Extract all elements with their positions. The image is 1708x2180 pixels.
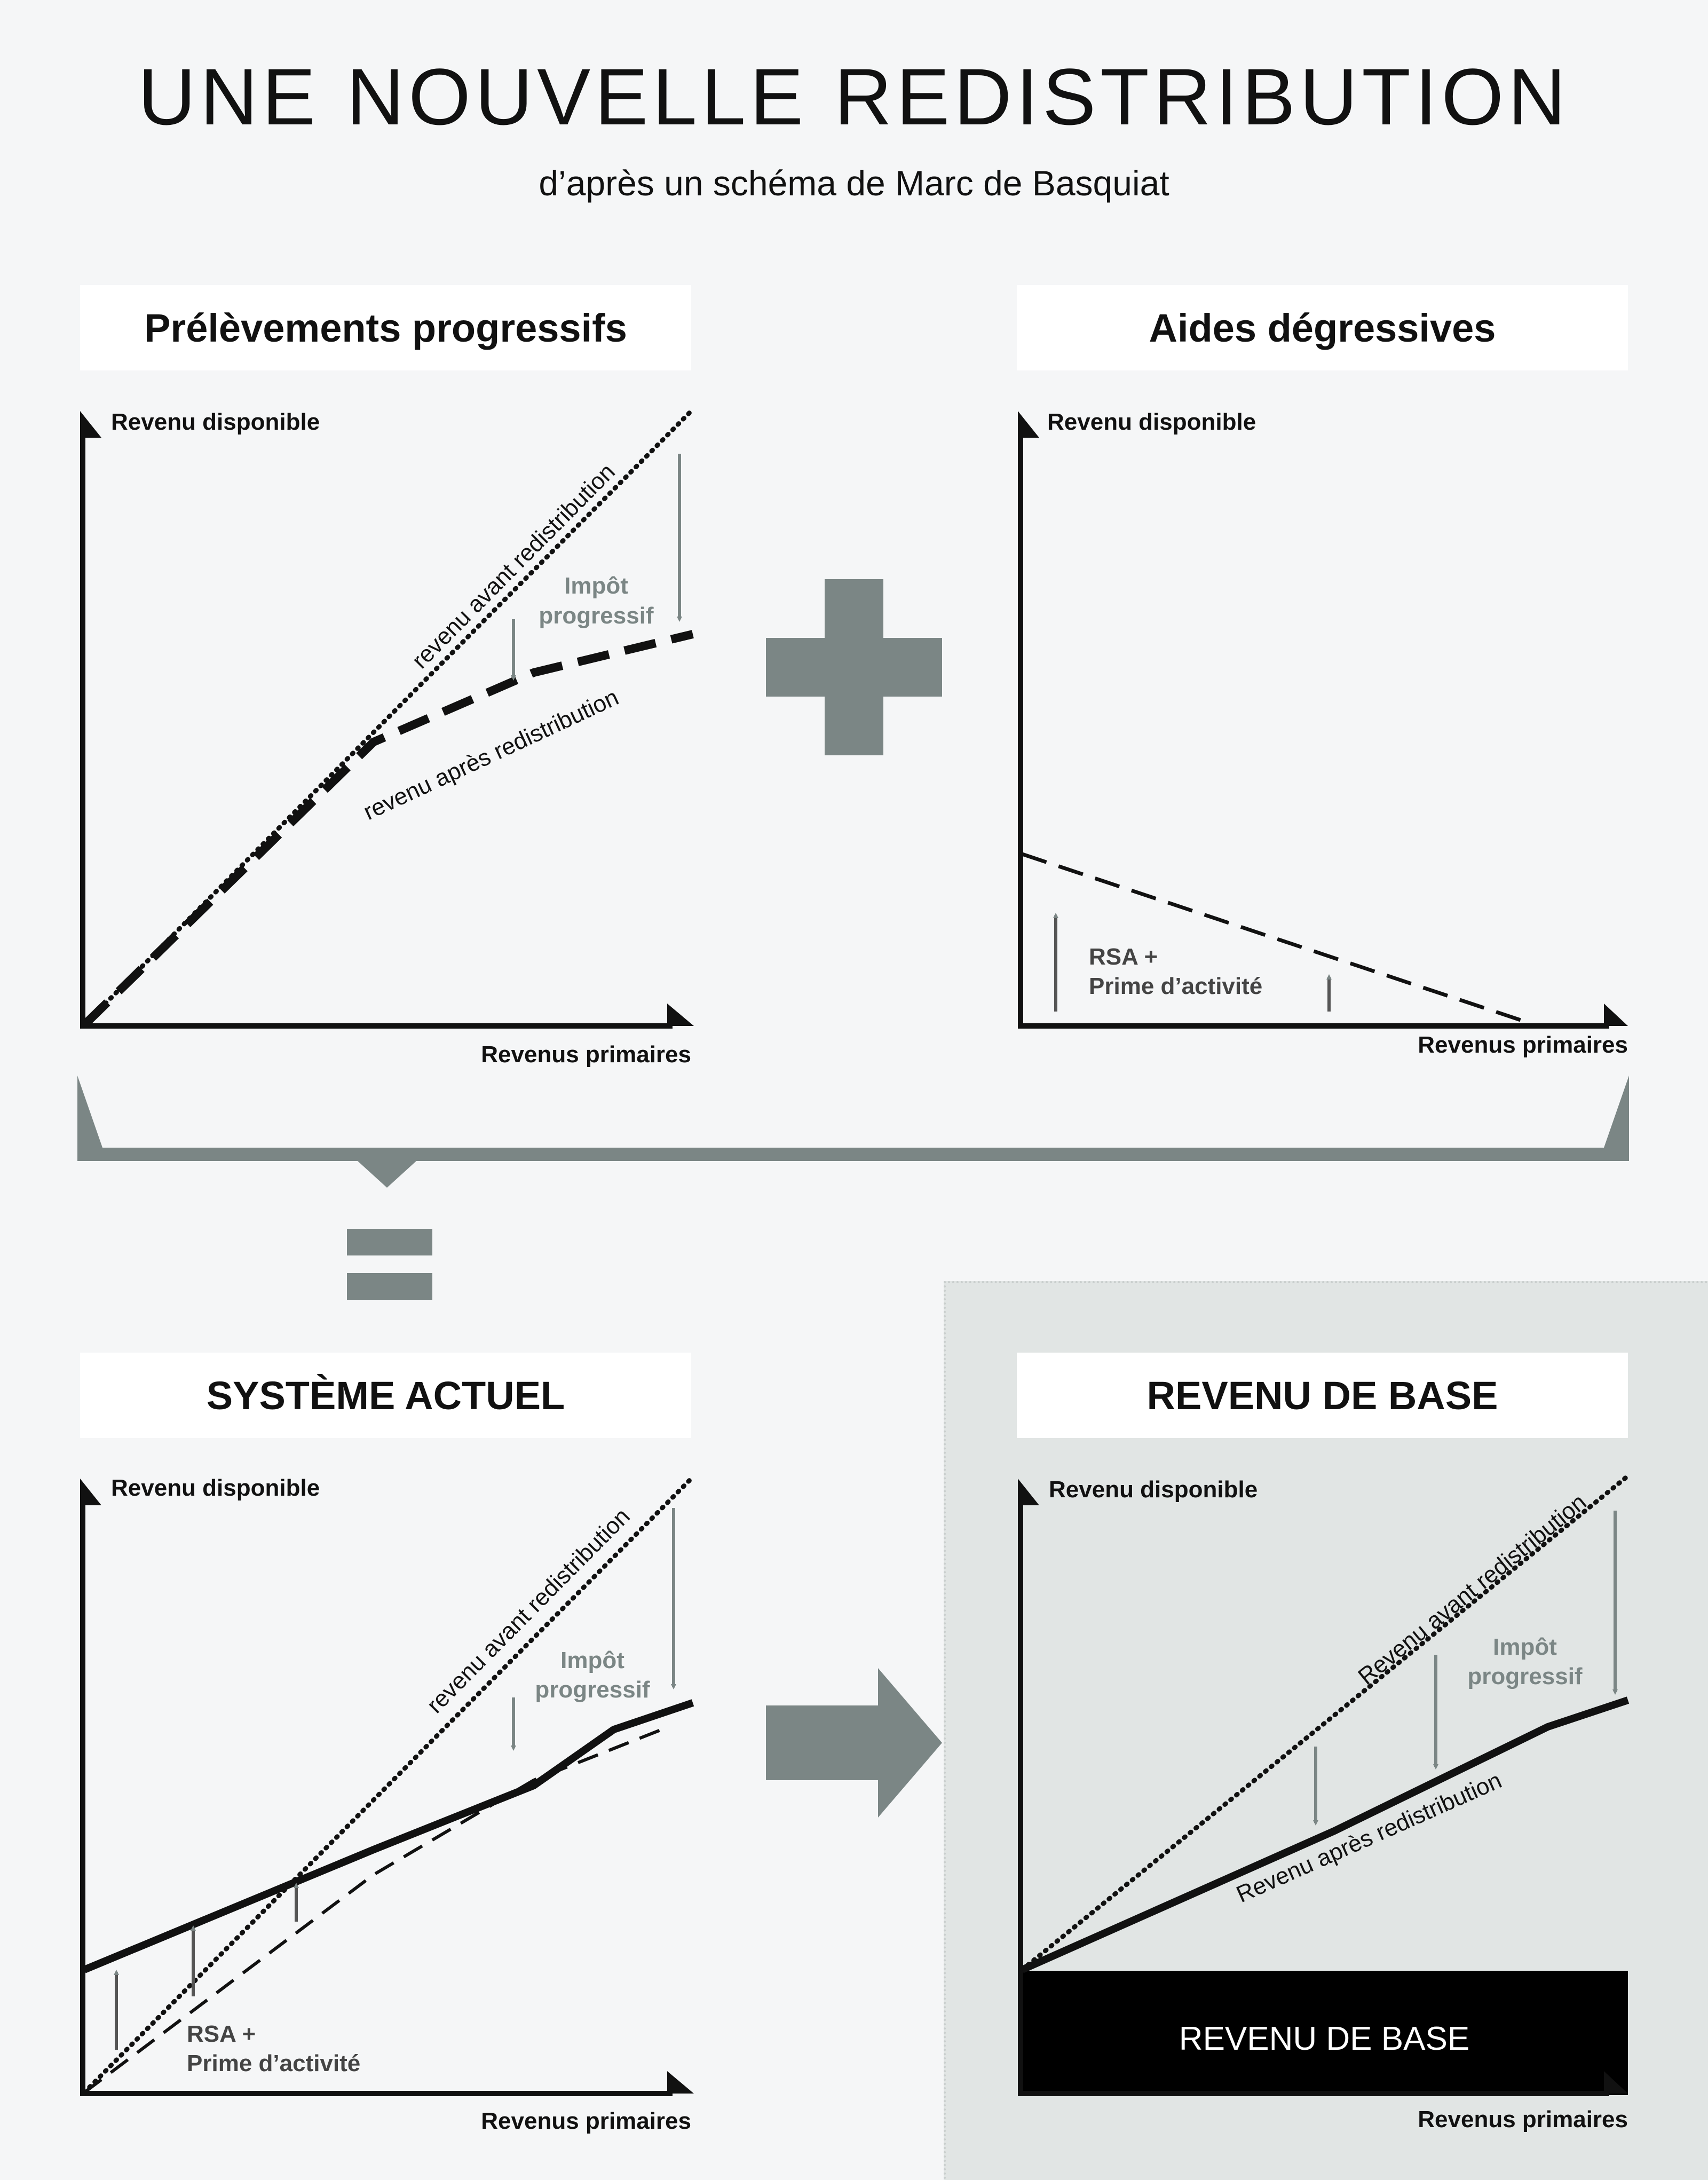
line-after-redistribution: [1021, 1696, 1630, 1973]
y-axis-arrowhead: [1018, 1479, 1039, 1505]
bracket-icon: [77, 1076, 1629, 1188]
chart-basic-income: REVENU DE BASE Revenu disponible Revenus…: [1018, 1473, 1631, 2132]
aid-label-line2: Prime d’activité: [1089, 973, 1262, 999]
plus-icon: [766, 579, 942, 755]
line-after-redistribution: [81, 630, 694, 1028]
x-axis-label: Revenus primaires: [481, 1041, 691, 1068]
line-progressive-tax-only: [83, 1728, 663, 2094]
tax-label-line1: Impôt: [1493, 1634, 1557, 1660]
equals-icon: [347, 1229, 432, 1300]
aid-label-line2: Prime d’activité: [187, 2050, 360, 2076]
panel-label-progressive: Prélèvements progressifs: [80, 285, 691, 370]
line-current-system: [83, 1699, 694, 1973]
arrow-right-icon: [766, 1668, 942, 1818]
tax-label-line1: Impôt: [560, 1647, 624, 1673]
panel-label-basic-income: REVENU DE BASE: [1017, 1353, 1628, 1438]
x-axis-arrowhead: [667, 2071, 694, 2094]
y-axis-label: Revenu disponible: [111, 409, 320, 435]
chart-progressive: Revenu disponible Revenus primaires reve…: [80, 408, 694, 1068]
basic-income-bar-label: REVENU DE BASE: [1179, 2020, 1469, 2057]
x-axis-arrowhead: [1604, 1004, 1628, 1026]
panel-label-degressive: Aides dégressives: [1017, 285, 1628, 370]
chart-degressive: Revenu disponible Revenus primaires RSA …: [1018, 409, 1628, 1058]
aid-label-line1: RSA +: [187, 2021, 256, 2047]
y-axis-label: Revenu disponible: [111, 1475, 320, 1501]
y-axis-label: Revenu disponible: [1049, 1476, 1258, 1503]
page-title: UNE NOUVELLE REDISTRIBUTION: [138, 52, 1570, 141]
x-axis-label: Revenus primaires: [1418, 2106, 1628, 2132]
label-after-redistribution: Revenu après redistribution: [1232, 1767, 1505, 1908]
y-axis-label: Revenu disponible: [1047, 409, 1256, 435]
basic-income-bar: [1021, 1971, 1628, 2095]
chart-current: Revenu disponible Revenus primaires reve…: [80, 1475, 694, 2134]
line-before-redistribution: [82, 408, 694, 1028]
y-axis-arrowhead: [80, 1479, 101, 1505]
x-axis-arrowhead: [667, 1004, 694, 1026]
tax-label-line2: progressif: [539, 603, 654, 629]
panel-label-current: SYSTÈME ACTUEL: [80, 1353, 691, 1438]
line-before-redistribution: [82, 1476, 694, 2095]
y-axis-arrowhead: [1018, 411, 1039, 438]
tax-label-line2: progressif: [1467, 1663, 1583, 1689]
x-axis-label: Revenus primaires: [1418, 1032, 1628, 1058]
y-axis-arrowhead: [80, 411, 101, 438]
tax-label-line1: Impôt: [564, 573, 628, 599]
x-axis-label: Revenus primaires: [481, 2108, 691, 2134]
aid-label-line1: RSA +: [1089, 944, 1158, 970]
degressive-aid-line: [1021, 852, 1533, 1026]
x-axis-arrowhead: [1604, 2071, 1628, 2094]
tax-label-line2: progressif: [535, 1677, 650, 1703]
page-subtitle: d’après un schéma de Marc de Basquiat: [539, 163, 1169, 203]
line-before-redistribution: [1019, 1473, 1631, 1972]
